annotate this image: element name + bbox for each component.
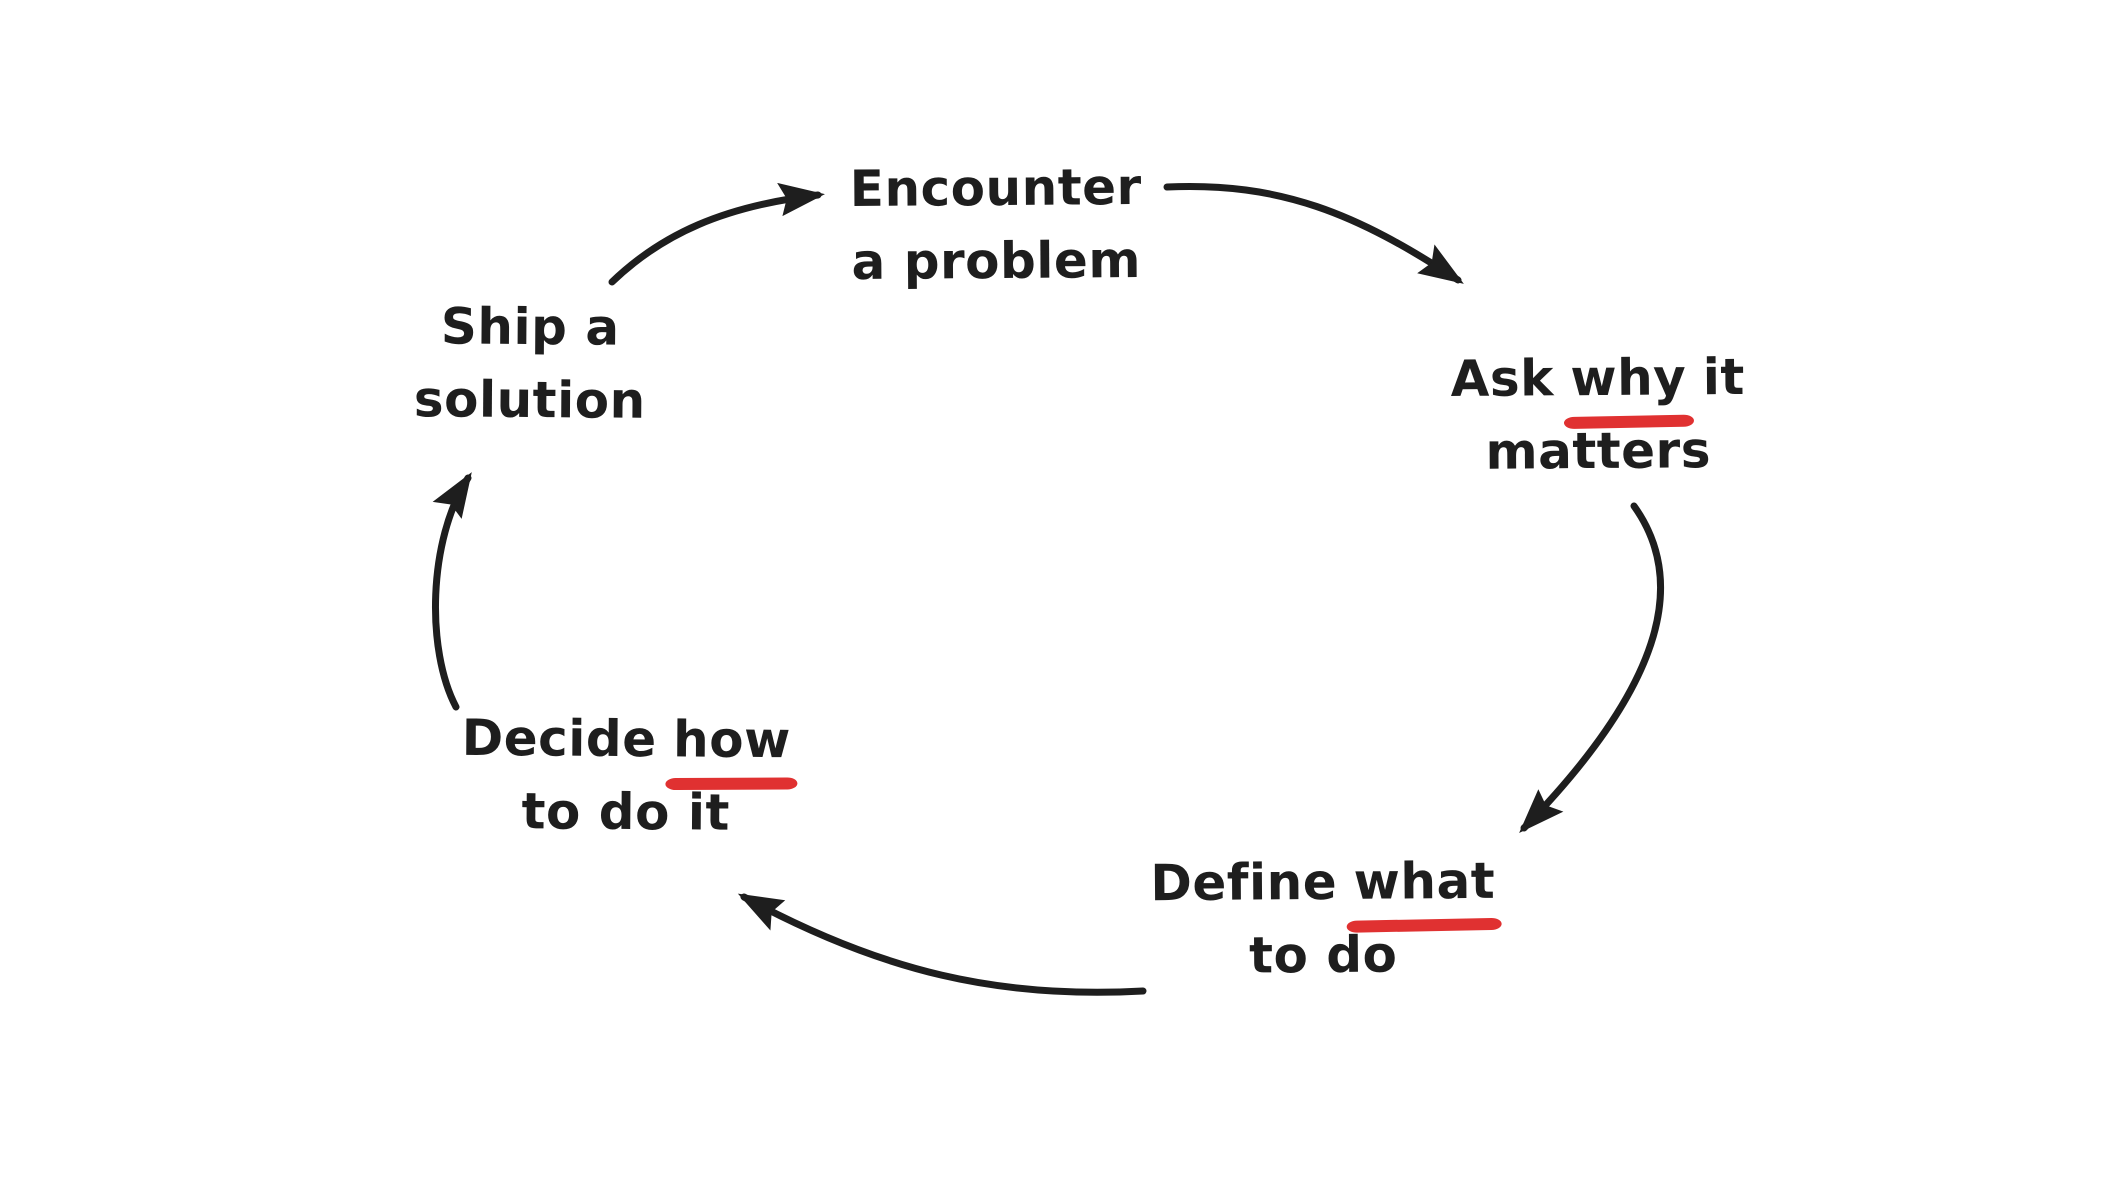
node-define-what-to-do: Define what to do	[1150, 845, 1496, 993]
arrow-ask-why-to-define-what	[1519, 502, 1665, 834]
emphasized-word-how: how	[673, 703, 791, 777]
node-text: it	[1702, 347, 1746, 407]
node-text-line: solution	[414, 363, 646, 438]
arrow-define-what-to-decide-how	[737, 893, 1147, 996]
node-text: Decide	[461, 708, 657, 769]
node-text: solution	[413, 370, 646, 430]
arrow-encounter-to-ask-why	[1163, 183, 1464, 284]
arrow-decide-how-to-ship	[432, 472, 472, 711]
node-text: a problem	[851, 230, 1142, 292]
node-text-line: Define what	[1150, 845, 1495, 920]
node-text: Encounter	[849, 157, 1142, 219]
node-encounter-a-problem: Encounter a problem	[850, 151, 1143, 299]
node-text-line: Encounter	[850, 151, 1142, 226]
node-decide-how-to-do-it: Decide how to do it	[461, 702, 791, 850]
node-ask-why-it-matters: Ask why it matters	[1450, 341, 1745, 489]
node-text-line: Decide how	[461, 702, 791, 777]
node-text-line: a problem	[850, 224, 1142, 299]
node-text-line: Ship a	[414, 290, 646, 365]
node-text-line: Ask why it	[1450, 341, 1745, 416]
emphasized-word-why: why	[1570, 341, 1686, 415]
node-text: Ship a	[440, 297, 620, 357]
node-ship-a-solution: Ship a solution	[414, 290, 647, 438]
arrow-ship-to-encounter	[608, 182, 825, 286]
node-text: Define	[1150, 852, 1338, 913]
node-text: Ask	[1450, 349, 1555, 409]
emphasized-word-what: what	[1353, 845, 1495, 919]
